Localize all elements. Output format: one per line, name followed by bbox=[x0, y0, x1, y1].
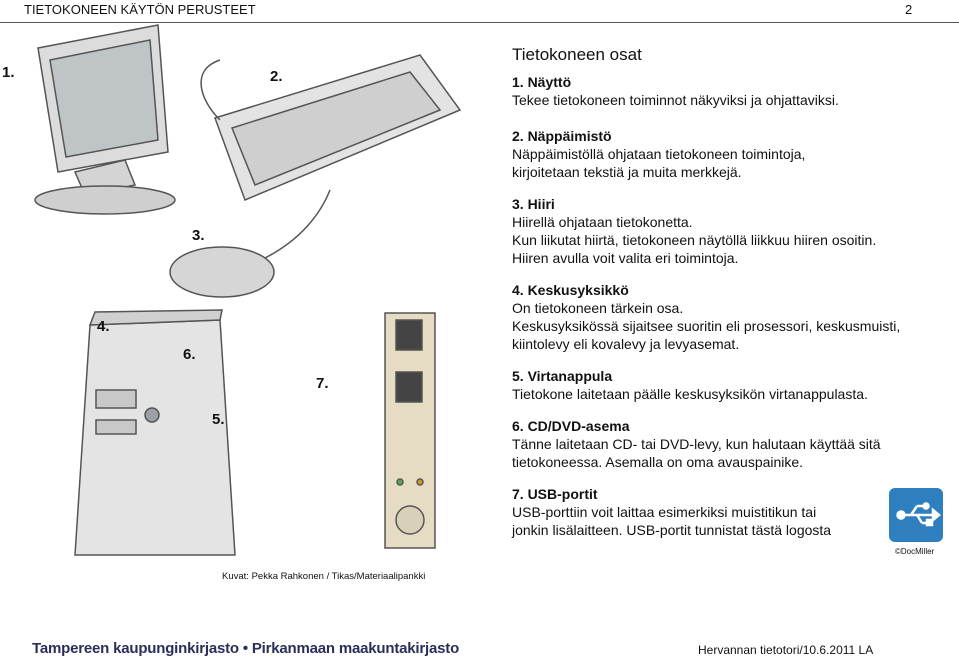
part-heading: 3. Hiiri bbox=[512, 196, 555, 212]
keyboard-icon bbox=[200, 54, 462, 201]
part-text: Hiirellä ohjataan tietokonetta. bbox=[512, 214, 693, 230]
computer-tower-icon bbox=[74, 309, 236, 556]
page-header: TIETOKONEEN KÄYTÖN PERUSTEET 2 bbox=[0, 0, 959, 23]
parts-description: Tietokoneen osat 1. Näyttö Tekee tietoko… bbox=[512, 45, 942, 550]
part-text: jonkin lisälaitteen. USB-portit tunnista… bbox=[512, 522, 832, 538]
part-heading: 7. USB-portit bbox=[512, 486, 598, 502]
header-title: TIETOKONEEN KÄYTÖN PERUSTEET bbox=[24, 2, 256, 17]
part-text: Hiiren avulla voit valita eri toimintoja… bbox=[512, 250, 739, 266]
part-heading: 6. CD/DVD-asema bbox=[512, 418, 630, 434]
computer-parts-illustration bbox=[34, 24, 462, 556]
part-text: On tietokoneen tärkein osa. bbox=[512, 300, 684, 316]
part-text: Tekee tietokoneen toiminnot näkyviksi ja… bbox=[512, 92, 839, 108]
usb-logo-credit: ©DocMiller bbox=[895, 547, 935, 556]
part-text: Tänne laitetaan CD- tai DVD-levy, kun ha… bbox=[512, 436, 881, 452]
part-heading: 1. Näyttö bbox=[512, 74, 572, 90]
label-6: 6. bbox=[183, 346, 196, 363]
part-heading: 5. Virtanappula bbox=[512, 368, 613, 384]
image-credit: Kuvat: Pekka Rahkonen / Tikas/Materiaali… bbox=[222, 571, 426, 582]
footer-library: Tampereen kaupunginkirjasto • Pirkanmaan… bbox=[32, 640, 460, 657]
label-2: 2. bbox=[270, 68, 283, 85]
label-3: 3. bbox=[192, 227, 205, 244]
section-title: Tietokoneen osat bbox=[512, 45, 642, 64]
footer-date: Hervannan tietotori/10.6.2011 LA bbox=[698, 643, 874, 657]
part-heading: 4. Keskusyksikkö bbox=[512, 282, 629, 298]
part-keyboard: 2. Näppäimistö Näppäimistöllä ohjataan t… bbox=[512, 127, 942, 181]
page-number: 2 bbox=[905, 2, 913, 17]
part-text: tietokoneessa. Asemalla on oma avauspain… bbox=[512, 454, 804, 470]
part-power-button: 5. Virtanappula Tietokone laitetaan pääl… bbox=[512, 367, 942, 403]
label-1: 1. bbox=[2, 64, 15, 81]
part-cd-dvd: 6. CD/DVD-asema Tänne laitetaan CD- tai … bbox=[512, 417, 942, 471]
label-4: 4. bbox=[97, 318, 110, 335]
part-monitor: 1. Näyttö Tekee tietokoneen toiminnot nä… bbox=[512, 73, 942, 109]
part-text: Näppäimistöllä ohjataan tietokoneen toim… bbox=[512, 146, 806, 162]
part-text: kirjoitetaan tekstiä ja muita merkkejä. bbox=[512, 164, 742, 180]
part-text: Tietokone laitetaan päälle keskusyksikön… bbox=[512, 386, 868, 402]
part-cpu: 4. Keskusyksikkö On tietokoneen tärkein … bbox=[512, 281, 942, 353]
part-text: Keskusyksikössä sijaitsee suoritin eli p… bbox=[512, 318, 901, 334]
part-usb: 7. USB-portit USB-porttiin voit laittaa … bbox=[512, 485, 942, 539]
part-text: Kun liikutat hiirtä, tietokoneen näytöll… bbox=[512, 232, 877, 248]
usb-logo-icon bbox=[889, 488, 943, 542]
part-text: USB-porttiin voit laittaa esimerkiksi mu… bbox=[512, 504, 817, 520]
part-text: kiintolevy eli kovalevy ja levyasemat. bbox=[512, 336, 740, 352]
mouse-icon bbox=[169, 189, 331, 298]
label-7: 7. bbox=[316, 375, 329, 392]
usb-port-panel-icon bbox=[384, 312, 436, 549]
part-heading: 2. Näppäimistö bbox=[512, 128, 612, 144]
monitor-icon bbox=[34, 24, 176, 215]
label-5: 5. bbox=[212, 411, 225, 428]
part-mouse: 3. Hiiri Hiirellä ohjataan tietokonetta.… bbox=[512, 195, 942, 267]
